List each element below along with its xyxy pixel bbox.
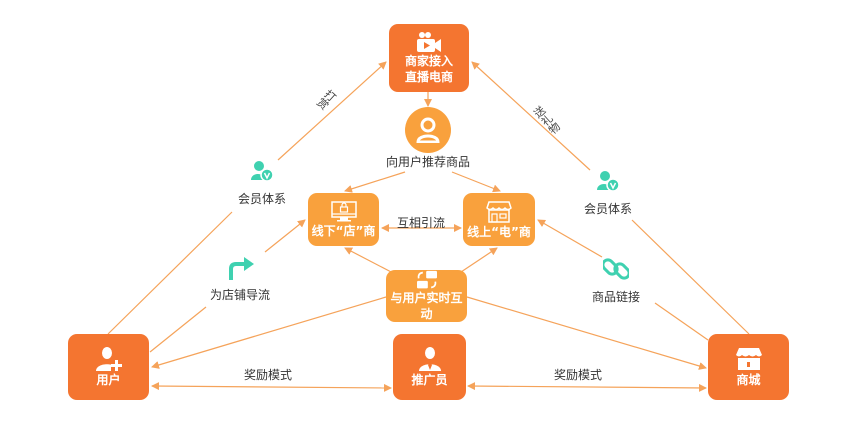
person-icon	[416, 117, 440, 143]
product-link-label: 商品链接	[591, 290, 641, 304]
member-left-label: 会员体系	[237, 192, 287, 206]
mall-node[interactable]: 商城	[708, 334, 789, 400]
line-member-merchant-right	[471, 61, 591, 171]
offline-node[interactable]: 线下“店”商	[308, 193, 379, 246]
line-link-online	[537, 219, 603, 258]
offline-label: 线下“店”商	[311, 223, 376, 238]
member-icon	[597, 171, 620, 192]
shop-icon	[735, 348, 762, 370]
line-recommend-online	[451, 171, 501, 193]
mall-label: 商城	[736, 373, 761, 387]
mutual-label: 互相引流	[396, 216, 446, 230]
line-user-traffic	[149, 306, 207, 353]
add-user-icon	[95, 347, 122, 371]
member-right-label: 会员体系	[583, 202, 633, 216]
line-user-member	[107, 211, 233, 335]
promoter-label: 推广员	[411, 373, 448, 387]
recommend-node	[405, 107, 451, 153]
line-interact-offline	[344, 247, 396, 275]
online-node[interactable]: 线上“电”商	[463, 193, 535, 246]
reward-right-label: 奖励模式	[553, 368, 603, 382]
traffic-label: 为店铺导流	[209, 288, 271, 302]
promoter-node[interactable]: 推广员	[393, 334, 466, 400]
link-icon	[603, 258, 629, 280]
interact-label: 与用户实时互动	[390, 291, 463, 321]
line-recommend-offline	[344, 171, 406, 193]
line-mall-link	[654, 302, 709, 341]
merchant-label-2: 直播电商	[404, 70, 453, 84]
sync-icon	[416, 270, 437, 289]
reward-left-label: 奖励模式	[243, 368, 293, 382]
interact-node[interactable]: 与用户实时互动	[386, 270, 467, 322]
video-camera-icon	[417, 32, 441, 52]
user-node[interactable]: 用户	[68, 334, 149, 400]
recommend-label: 向用户推荐商品	[385, 155, 471, 169]
storefront-icon	[486, 200, 512, 223]
line-traffic-offline	[264, 219, 306, 253]
line-interact-user	[151, 296, 387, 369]
person-icon	[418, 347, 441, 371]
member-icon	[251, 161, 274, 182]
redirect-arrow-icon	[229, 257, 254, 280]
merchant-label-1: 商家接入	[404, 54, 453, 68]
line-user-promoter	[151, 382, 392, 392]
merchant-node[interactable]: 商家接入 直播电商	[389, 24, 469, 92]
line-promoter-mall	[467, 382, 707, 392]
monitor-lock-icon	[330, 200, 357, 221]
line-mall-member	[631, 219, 750, 335]
line-interact-mall	[466, 296, 707, 370]
online-label: 线上“电”商	[467, 224, 531, 239]
line-interact-online	[457, 247, 498, 275]
user-label: 用户	[96, 373, 121, 387]
line-member-merchant	[277, 61, 387, 161]
